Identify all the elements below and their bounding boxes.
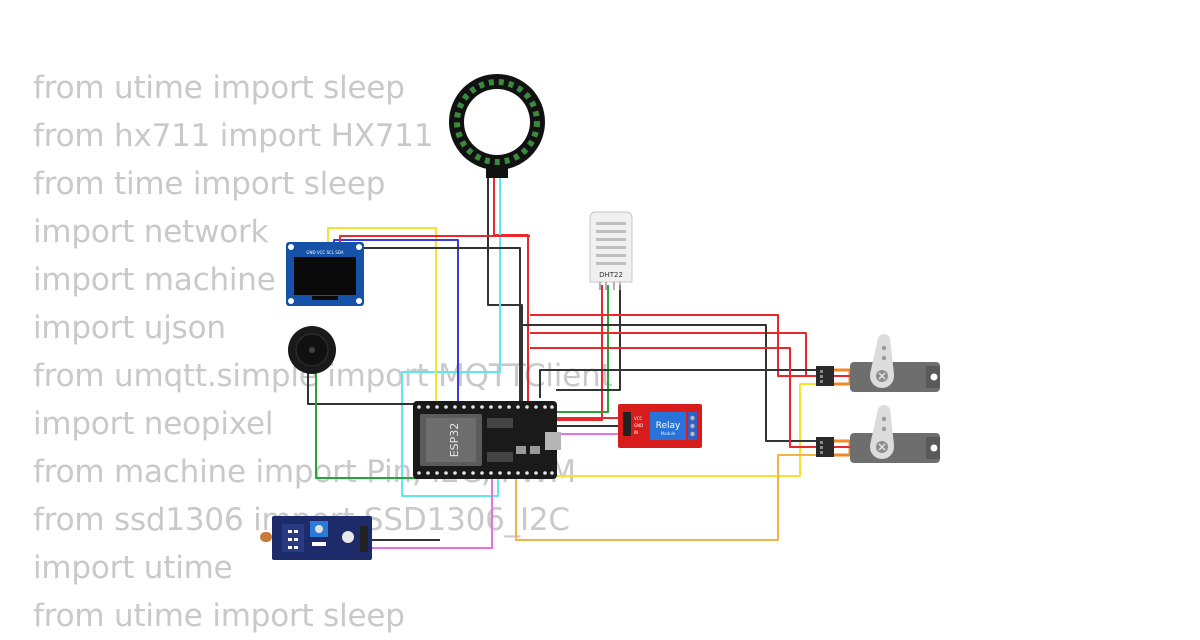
buzzer[interactable] — [288, 326, 336, 374]
servo-motor-2[interactable] — [816, 405, 940, 463]
esp32-board[interactable]: ESP32 — [413, 401, 561, 479]
wire-dht-red[interactable] — [556, 285, 603, 421]
code-line: from hx711 import HX711 — [33, 118, 434, 154]
wire-oled-red[interactable] — [339, 235, 530, 243]
wire-buzzer-black[interactable] — [307, 372, 416, 405]
wire-servo2-red[interactable] — [530, 347, 816, 448]
wire-servo1-black[interactable] — [539, 369, 816, 398]
relay-label: Relay — [656, 421, 681, 431]
servo-motor-1[interactable] — [816, 334, 940, 392]
wire-servo1-red2[interactable] — [530, 332, 807, 376]
oled-pin-labels: GND VCC SCL SDA — [306, 250, 343, 255]
wire-buzzer-green[interactable] — [315, 372, 420, 479]
relay-pin-vcc: VCC — [634, 416, 643, 421]
wire-servo2-orange[interactable] — [515, 454, 816, 541]
relay-pin-in: IN — [634, 430, 638, 435]
code-line: import ujson — [33, 310, 226, 346]
wire-ring-cyan[interactable] — [401, 175, 501, 497]
code-line: import network — [33, 214, 269, 250]
wire-servo1-red[interactable] — [530, 314, 816, 377]
code-line: from utime import sleep — [33, 70, 405, 106]
code-line: import machine — [33, 262, 276, 298]
ldr-sensor-module[interactable] — [260, 516, 372, 560]
code-line: from utime import sleep — [33, 598, 405, 634]
code-line: from time import sleep — [33, 166, 386, 202]
relay-sublabel: Module — [661, 431, 676, 436]
wire-ldr-magenta[interactable] — [372, 478, 493, 549]
wire-oled-yellow[interactable] — [327, 227, 437, 405]
esp32-label: ESP32 — [448, 423, 461, 458]
wire-dht-black[interactable] — [556, 285, 621, 391]
dht22-label: DHT22 — [599, 271, 623, 279]
code-line: import utime — [33, 550, 233, 586]
relay-module[interactable]: VCC GND IN Relay Module — [618, 404, 702, 448]
wire-servo1-yellow[interactable] — [536, 383, 816, 477]
relay-pin-gnd: GND — [634, 423, 643, 428]
wires — [307, 175, 816, 549]
dht22-sensor[interactable]: DHT22 — [589, 211, 633, 290]
wire-ring-black[interactable] — [487, 175, 523, 405]
neopixel-ring[interactable] — [449, 74, 545, 178]
oled-display[interactable]: GND VCC SCL SDA — [286, 242, 364, 306]
code-line: import neopixel — [33, 406, 274, 442]
wire-oled-blue[interactable] — [333, 239, 459, 405]
wire-dht-green[interactable] — [556, 285, 609, 413]
